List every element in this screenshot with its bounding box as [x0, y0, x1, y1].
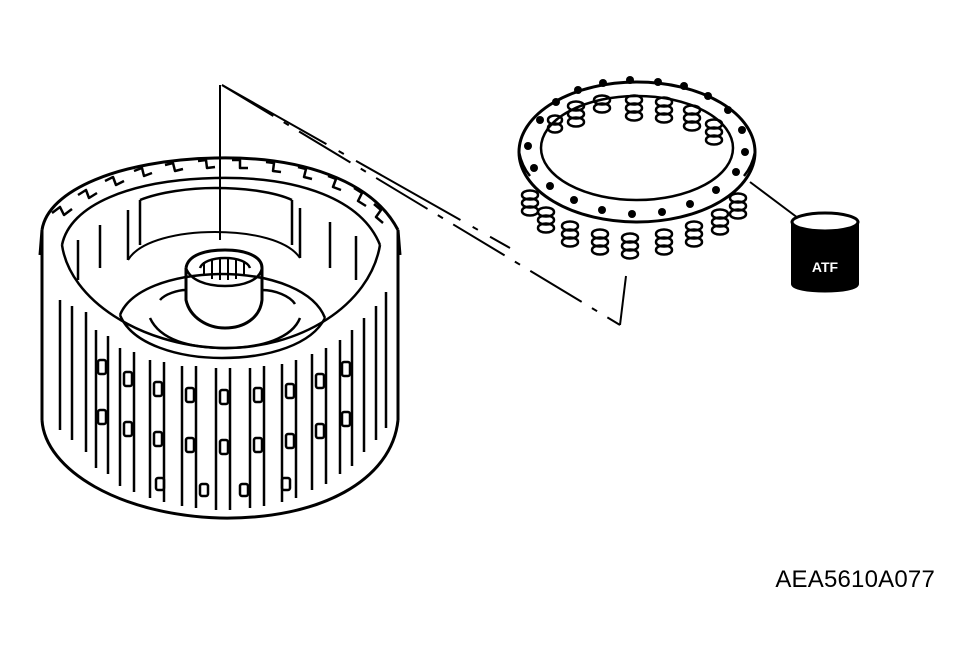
atf-container-icon: ATF	[790, 211, 860, 293]
atf-label: ATF	[812, 259, 839, 275]
clutch-drum	[38, 156, 402, 520]
return-spring-retainer	[517, 76, 757, 260]
alignment-lines	[219, 84, 799, 326]
figure-code: AEA5610A077	[775, 566, 935, 593]
